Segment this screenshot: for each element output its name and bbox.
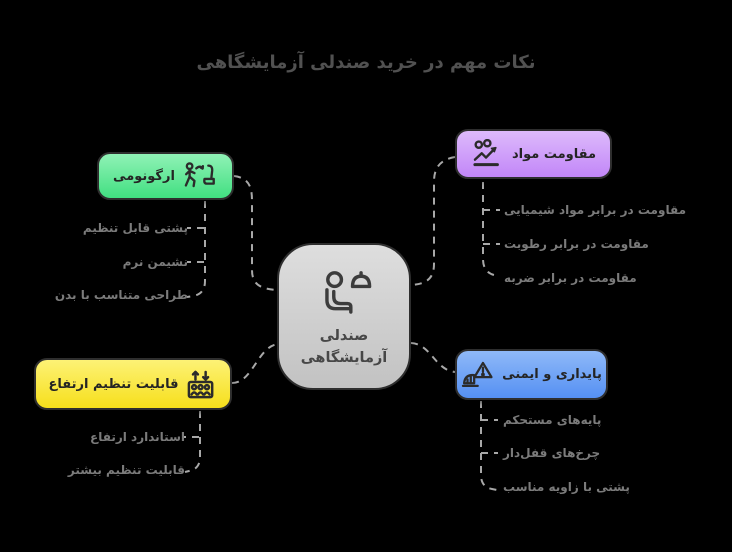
branch-node-height-adjustability: قابلیت تنظیم ارتفاع [34, 358, 232, 410]
elevator-up-down-icon [187, 370, 213, 399]
sub-item-locking-wheels: چرخ‌های قفل‌دار [503, 446, 601, 460]
sub-item-soft-seat: نشیمن نرم [122, 255, 188, 269]
branch-label-stability-safety: پایداری و ایمنی [502, 367, 602, 382]
warning-ramp-icon [462, 361, 493, 387]
sub-item-moisture-resistance: مقاومت در برابر رطوبت [504, 237, 649, 251]
sub-item-sturdy-legs: پایه‌های مستحکم [503, 413, 602, 427]
sub-item-more-adjustability: قابلیت تنظیم بیشتر [67, 463, 185, 477]
branch-label-height-adjustability: قابلیت تنظیم ارتفاع [48, 376, 179, 392]
connector-height-center [231, 343, 279, 384]
sub-item-body-fit-design: طراحی متناسب با بدن [54, 288, 188, 302]
page-title: نکات مهم در خرید صندلی آزمایشگاهی [196, 52, 536, 73]
sub-item-impact-resistance: مقاومت در برابر ضربه [504, 271, 637, 285]
central-node-label-line1: صندلی [319, 327, 369, 344]
central-node-lab-chair: صندلی آزمایشگاهی [277, 243, 411, 390]
connector-material-center [410, 156, 456, 286]
sub-item-height-standard: استاندارد ارتفاع [90, 430, 185, 444]
seated-person-lab-lamp-icon [325, 270, 372, 314]
branch-label-material-resistance: مقاومت مواد [511, 146, 597, 162]
sub-item-proper-angle-backrest: پشتی با زاویه مناسب [503, 480, 630, 494]
sub-item-adjustable-backrest: پشتی قابل تنظیم [82, 221, 188, 235]
connector-center-stability [410, 342, 456, 373]
connector-ergonomics-center [233, 175, 278, 291]
chemical-bubbles-trend-icon [473, 139, 499, 167]
central-node-label-line2: آزمایشگاهی [300, 349, 388, 366]
person-approaching-chair-icon [184, 162, 215, 188]
branch-node-stability-safety: پایداری و ایمنی [455, 349, 608, 400]
branch-node-material-resistance: مقاومت مواد [455, 129, 612, 179]
branch-node-ergonomics: ارگونومی [97, 152, 234, 200]
branch-label-ergonomics: ارگونومی [113, 168, 175, 184]
sub-item-chemical-resistance: مقاومت در برابر مواد شیمیایی [504, 203, 687, 217]
